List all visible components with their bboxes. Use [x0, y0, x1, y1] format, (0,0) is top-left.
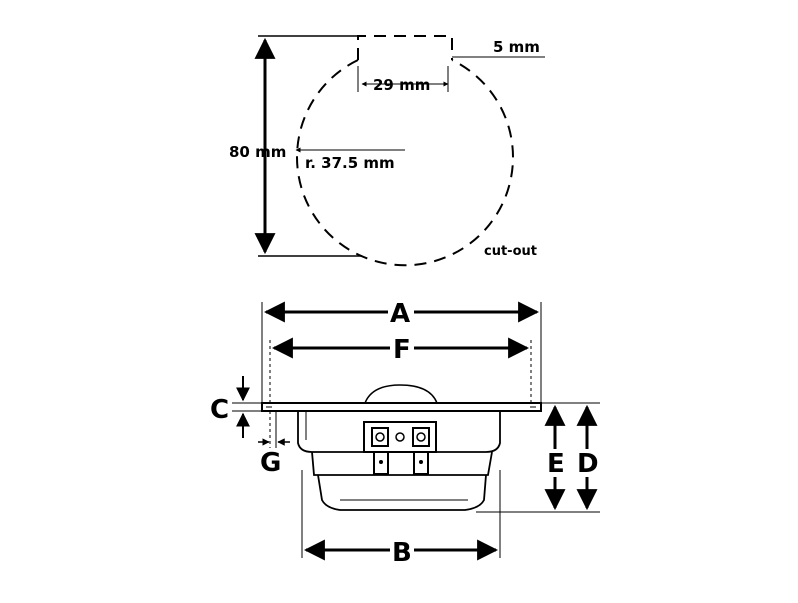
- cutout-caption: cut-out: [484, 244, 537, 259]
- notch-width-label: 29 mm: [373, 76, 430, 94]
- label-f: F: [393, 335, 411, 365]
- cutout-notch: [357, 35, 453, 60]
- upper-body: [297, 411, 501, 453]
- terminal-right: [413, 451, 429, 475]
- label-e: E: [547, 449, 565, 479]
- cutout-outline: [296, 59, 514, 267]
- label-b: B: [392, 538, 412, 568]
- base: [317, 474, 487, 511]
- label-a: A: [390, 299, 410, 329]
- terminal-left: [373, 451, 389, 475]
- label-d: D: [577, 449, 599, 479]
- label-g: G: [260, 448, 281, 478]
- dome: [364, 384, 438, 404]
- label-c: C: [210, 395, 229, 425]
- height-label: 80 mm: [229, 143, 286, 161]
- connector-block: [363, 421, 437, 453]
- flange: [261, 402, 542, 412]
- device-side-view: [232, 301, 600, 561]
- cutout-drawing: [254, 35, 545, 267]
- radius-label: r. 37.5 mm: [305, 154, 395, 172]
- notch-depth-label: 5 mm: [493, 38, 540, 56]
- lower-body: [311, 451, 493, 476]
